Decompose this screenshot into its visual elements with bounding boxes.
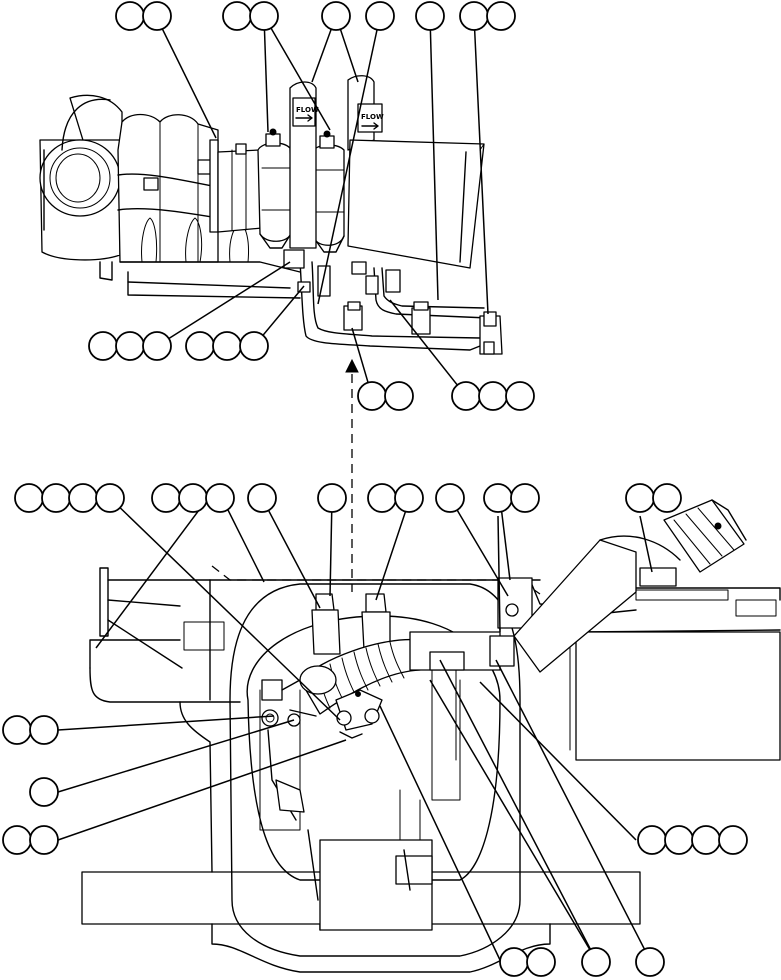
central-bowl: [229, 583, 521, 957]
pump-cluster: [299, 665, 383, 739]
callout-group-bottom-b: [581, 947, 611, 977]
callout-group-lower-top-b: [151, 483, 235, 513]
lower-main-view: [81, 499, 781, 973]
callout-group-lower-top-g: [483, 483, 540, 513]
callout-group-top-c: [321, 1, 351, 31]
callout-group-top-e: [415, 1, 445, 31]
callout-group-lower-top-a: [14, 483, 125, 513]
left-fittings: [261, 679, 317, 821]
flow-label-2: FLOW: [361, 113, 384, 121]
callout-group-top-a: [115, 1, 172, 31]
callout-group-lower-top-f: [435, 483, 465, 513]
callout-group-lower-top-h: [625, 483, 682, 513]
flow-label-1: FLOW: [296, 106, 319, 114]
inlet-elbow: [39, 94, 123, 281]
callout-group-top-d: [365, 1, 395, 31]
callout-group-top-f: [459, 1, 516, 31]
corrugated-hose: [299, 577, 533, 715]
callout-balloons: [2, 1, 748, 977]
callout-group-upper-mid-left: [88, 331, 172, 361]
callout-group-lower-top-d: [317, 483, 347, 513]
top-canister: [663, 499, 747, 573]
callout-group-upper-mid-right: [185, 331, 269, 361]
callout-group-lower-top-c: [247, 483, 277, 513]
callout-group-left-c: [2, 825, 59, 855]
callout-group-left-a: [2, 715, 59, 745]
lower-cartridges: [311, 593, 391, 655]
intake-body: [117, 113, 301, 299]
callout-group-bottom-a: [499, 947, 556, 977]
clamp-plate: [209, 139, 263, 233]
flow-pipe-1: FLOW: [289, 81, 319, 249]
callout-group-lower-top-e: [367, 483, 424, 513]
angled-outlet-tube: [513, 499, 747, 673]
view-connector-arrow: [345, 358, 359, 373]
callout-group-right-a: [637, 825, 748, 855]
dashed-cover-outline: [211, 565, 541, 595]
callout-group-bottom-c: [635, 947, 665, 977]
callout-group-left-b: [29, 777, 59, 807]
filter-cartridge-2: [311, 130, 345, 253]
callout-group-upper-low-a: [357, 381, 414, 411]
callout-group-upper-low-b: [451, 381, 535, 411]
callout-group-top-b: [222, 1, 279, 31]
housing-box: [347, 139, 485, 269]
filter-cartridge-1: [257, 128, 293, 249]
